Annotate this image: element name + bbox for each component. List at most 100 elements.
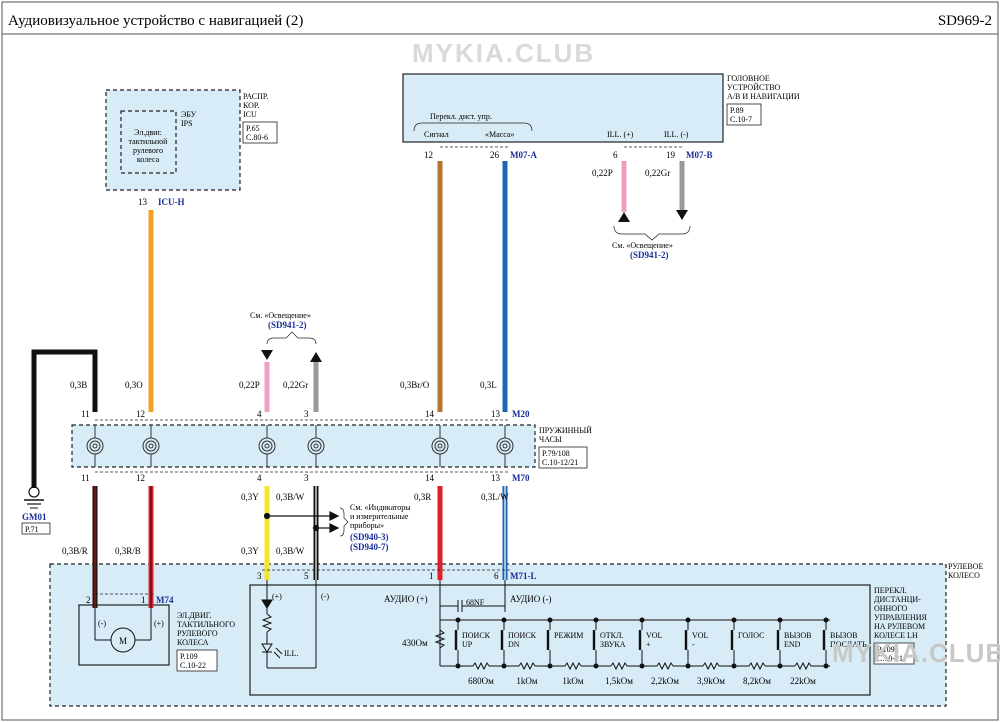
remote-button-label-2: DN <box>508 640 520 649</box>
remote-resistor-label-8: 22kОм <box>790 676 816 686</box>
svg-text:0,3L/W: 0,3L/W <box>481 492 509 502</box>
svg-text:12: 12 <box>136 409 145 419</box>
motor-minus: (-) <box>98 619 106 628</box>
motor-internal <box>94 608 152 653</box>
svg-text:УСТРОЙСТВО: УСТРОЙСТВО <box>727 83 781 92</box>
remote-resistor-label-7: 8,2kОм <box>743 676 771 686</box>
svg-text:ЭЛ.ДВИГ.: ЭЛ.ДВИГ. <box>177 611 212 620</box>
remote-button-label-8: END <box>784 640 801 649</box>
remote-button-label-9: ВЫЗОВ <box>830 631 857 640</box>
svg-text:0,3Y: 0,3Y <box>241 492 259 502</box>
remote-resistor-label-6: 3,9kОм <box>697 676 725 686</box>
audio-plus: АУДИО (+) <box>384 594 428 604</box>
remote-button-4: ОТКЛ.ЗВУКА <box>592 617 626 669</box>
lower-wires <box>92 486 508 608</box>
svg-text:приборы»: приборы» <box>350 521 384 530</box>
clock-spring-box <box>71 424 536 468</box>
audio-minus: АУДИО (-) <box>510 594 552 604</box>
head-lighting-ref: См. «Освещение» <box>612 241 673 250</box>
icu-ref-conn: C.80-6 <box>246 133 268 142</box>
ecu-label-2: IPS <box>181 119 193 128</box>
remote-resistor-3: 1kОм <box>562 661 584 686</box>
wire-ground-black <box>31 349 98 488</box>
svg-text:ПРУЖИННЫЙ: ПРУЖИННЫЙ <box>539 426 592 435</box>
remote-resistor-label-3: 1kОм <box>562 676 583 686</box>
head-pin-19: 19 <box>666 150 676 160</box>
head-lighting-bracket <box>613 225 691 241</box>
svg-text:11: 11 <box>81 473 90 483</box>
clock-spring-ref-conn: C.10-12/21 <box>542 458 578 467</box>
remote-button-label-3: РЕЖИМ <box>554 631 583 640</box>
remote-pin-3: 3 <box>257 571 262 581</box>
remote-ref-page: P.109 <box>877 645 895 654</box>
motor-connector: M74 <box>156 595 174 605</box>
capacitor-label: 68NF <box>466 598 485 607</box>
svg-text:КОЛЕСЕ LH: КОЛЕСЕ LH <box>874 631 918 640</box>
svg-text:0,3O: 0,3O <box>125 380 143 390</box>
remote-group-label: Перекл. дист. упр. <box>430 112 492 121</box>
remote-ref-conn: C.10-21 <box>877 654 903 663</box>
signal-label: Сигнал <box>424 130 449 139</box>
svg-text:и измерительные: и измерительные <box>350 512 409 521</box>
svg-text:ICU: ICU <box>243 110 257 119</box>
remote-button-label-8: ВЫЗОВ <box>784 631 811 640</box>
instruments-ref: См. «Индикаторы и измерительные приборы»… <box>350 503 411 552</box>
remote-button-5: VOL+ <box>638 617 663 669</box>
watermark-bottom: MYKIA.CLUB <box>832 638 1000 668</box>
illumination-led <box>261 580 317 669</box>
ips-inner-label: Эл.двиг. тактильной рулевого колеса <box>129 128 169 164</box>
svg-text:0,3R: 0,3R <box>414 492 431 502</box>
ground-symbol <box>24 486 44 509</box>
remote-button-label-4: ОТКЛ. <box>600 631 623 640</box>
steering-wheel-title: РУЛЕВОЕ КОЛЕСО <box>948 562 983 580</box>
remote-switch-title: ПЕРЕКЛ. ДИСТАНЦИ- ОННОГО УПРАВЛЕНИЯ НА Р… <box>874 586 928 640</box>
svg-text:13: 13 <box>491 473 501 483</box>
svg-text:0,3B/W: 0,3B/W <box>276 546 305 556</box>
remote-button-label-4: ЗВУКА <box>600 640 626 649</box>
ips-ecu-box <box>120 110 177 174</box>
ground-ref: P.71 <box>25 525 39 534</box>
svg-text:тактильной: тактильной <box>129 137 169 146</box>
clock-spring-top-pins: 11 12 4 3 14 13 <box>81 409 501 419</box>
mid-lighting-bracket <box>266 331 317 345</box>
clock-spring-title: ПРУЖИННЫЙ ЧАСЫ <box>539 426 592 444</box>
svg-text:ОННОГО: ОННОГО <box>874 604 908 613</box>
svg-text:ПЕРЕКЛ.: ПЕРЕКЛ. <box>874 586 907 595</box>
upper-wire-labels: 0,3B 0,3O 0,22P 0,22Gr 0,3Br/O 0,3L <box>70 380 497 390</box>
svg-text:0,22P: 0,22P <box>239 380 260 390</box>
clock-spring-bottom-connector: M70 <box>512 473 530 483</box>
watermark-top: MYKIA.CLUB <box>412 38 595 68</box>
svg-text:ЧАСЫ: ЧАСЫ <box>539 435 562 444</box>
remote-group-bracket <box>413 122 533 132</box>
head-wire-gray-label: 0,22Gr <box>645 168 670 178</box>
remote-button-label-6: - <box>692 640 695 649</box>
diagram-code: SD969-2 <box>938 13 992 29</box>
svg-text:12: 12 <box>136 473 145 483</box>
remote-button-label-1: UP <box>462 640 473 649</box>
svg-text:(SD940-3): (SD940-3) <box>350 532 389 542</box>
head-connector-a: M07-A <box>510 150 537 160</box>
svg-text:РУЛЕВОЕ: РУЛЕВОЕ <box>948 562 983 571</box>
remote-resistor-1: 680Ом <box>468 661 494 686</box>
svg-text:КОЛЕСО: КОЛЕСО <box>948 571 980 580</box>
head-wire-pink-label: 0,22P <box>592 168 613 178</box>
splice-lines <box>263 511 340 533</box>
remote-switch-box <box>249 584 871 696</box>
svg-text:УПРАВЛЕНИЯ: УПРАВЛЕНИЯ <box>874 613 928 622</box>
clock-spring-stubs <box>94 425 506 467</box>
motor-title: ЭЛ.ДВИГ. ТАКТИЛЬНОГО РУЛЕВОГО КОЛЕСА <box>177 611 235 647</box>
head-pin-26: 26 <box>490 150 500 160</box>
motor-ref-conn: C.10-22 <box>180 661 206 670</box>
remote-button-label-7: ГОЛОС <box>738 631 764 640</box>
remote-button-label-6: VOL <box>692 631 709 640</box>
svg-text:0,3Y: 0,3Y <box>241 546 259 556</box>
remote-resistor-4: 1,5kОм <box>605 661 633 686</box>
remote-pin-5: 5 <box>304 571 309 581</box>
svg-text:РУЛЕВОГО: РУЛЕВОГО <box>177 629 218 638</box>
main-resistor-label: 430Ом <box>402 638 428 648</box>
upper-wires <box>31 161 685 488</box>
motor-ref-page: P.109 <box>180 652 198 661</box>
